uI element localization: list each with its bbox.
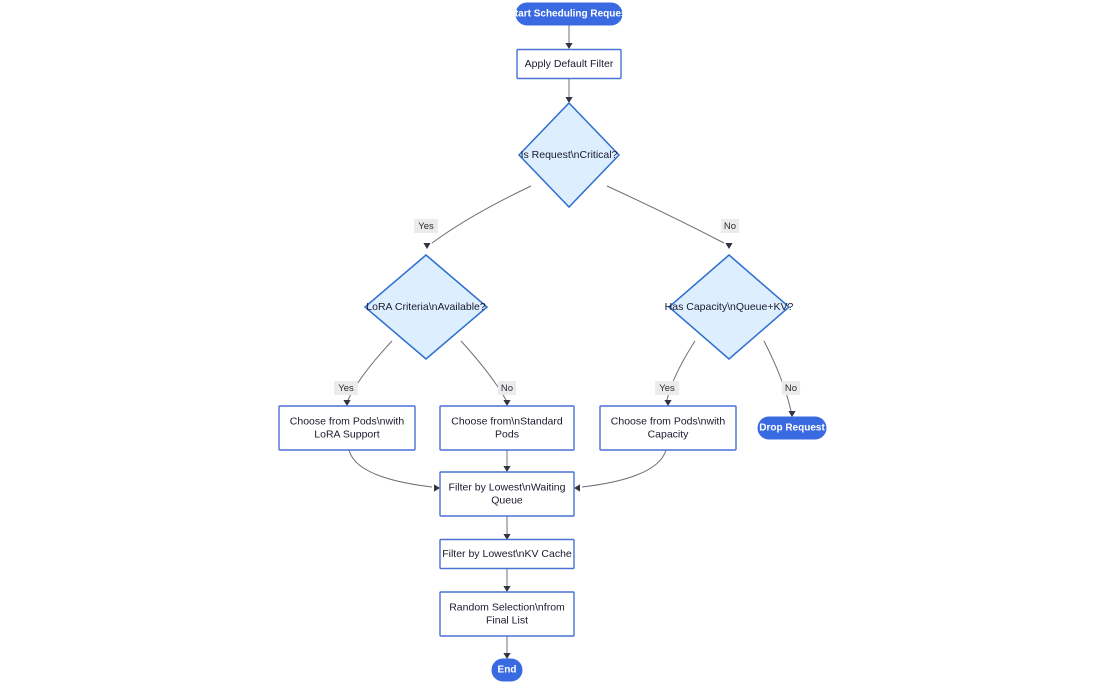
- node-end[interactable]: End: [491, 658, 523, 682]
- svg-text:No: No: [501, 383, 513, 394]
- node-label-lora_criteria: LoRA Criteria\nAvailable?: [366, 301, 486, 313]
- node-label-end: End: [498, 665, 517, 676]
- node-is_critical[interactable]: Is Request\nCritical?: [517, 101, 621, 209]
- svg-text:Yes: Yes: [659, 383, 675, 394]
- edge-random_sel-to-end: [503, 636, 511, 659]
- node-label-random_sel: Final List: [486, 614, 528, 626]
- node-label-is_critical: Is Request\nCritical?: [521, 149, 618, 161]
- edge-apply_filter-to-is_critical: [565, 79, 573, 103]
- edge-label-is_critical-no: No: [720, 219, 740, 233]
- node-apply_filter[interactable]: Apply Default Filter: [516, 48, 622, 80]
- node-has_capacity[interactable]: Has Capacity\nQueue+KV?: [665, 254, 794, 360]
- node-label-pods_standard: Pods: [495, 428, 519, 440]
- svg-text:Yes: Yes: [418, 221, 434, 232]
- node-filter_kv[interactable]: Filter by Lowest\nKV Cache: [439, 538, 575, 570]
- node-label-pods_lora: Choose from Pods\nwith: [290, 415, 405, 427]
- node-label-start: Start Scheduling Request: [508, 9, 630, 20]
- edge-label-has_capacity-no: No: [781, 381, 801, 395]
- edge-pods_standard-to-filter_queue: [503, 450, 511, 472]
- node-label-filter_kv: Filter by Lowest\nKV Cache: [442, 548, 572, 560]
- edge-start-to-apply_filter: [565, 25, 573, 49]
- edge-pods_capacity-to-filter_queue: [574, 449, 667, 492]
- node-drop_request[interactable]: Drop Request: [757, 416, 827, 440]
- edge-label-is_critical-yes: Yes: [414, 219, 438, 233]
- edge-label-has_capacity-yes: Yes: [655, 381, 679, 395]
- edge-is_critical-to-has_capacity: [606, 185, 733, 249]
- edge-is_critical-to-lora_criteria: [423, 185, 532, 249]
- edge-has_capacity-to-drop_request: [763, 340, 796, 417]
- edge-has_capacity-to-pods_capacity: [664, 340, 696, 406]
- node-label-has_capacity: Has Capacity\nQueue+KV?: [665, 301, 794, 313]
- node-label-filter_queue: Filter by Lowest\nWaiting: [449, 481, 566, 493]
- node-label-pods_standard: Choose from\nStandard: [451, 415, 563, 427]
- node-lora_criteria[interactable]: LoRA Criteria\nAvailable?: [363, 254, 489, 360]
- node-label-apply_filter: Apply Default Filter: [525, 58, 614, 70]
- edge-pods_lora-to-filter_queue: [348, 449, 440, 492]
- edge-filter_queue-to-filter_kv: [503, 516, 511, 540]
- svg-text:No: No: [785, 383, 797, 394]
- edge-lora_criteria-to-pods_lora: [343, 340, 393, 406]
- node-label-pods_capacity: Choose from Pods\nwith: [611, 415, 726, 427]
- edge-lora_criteria-to-pods_standard: [460, 340, 511, 406]
- node-start[interactable]: Start Scheduling Request: [508, 2, 631, 26]
- svg-text:No: No: [724, 221, 736, 232]
- node-label-filter_queue: Queue: [491, 494, 523, 506]
- edge-label-lora_criteria-no: No: [497, 381, 517, 395]
- svg-text:Yes: Yes: [338, 383, 354, 394]
- node-label-pods_capacity: Capacity: [648, 428, 690, 440]
- node-label-pods_lora: LoRA Support: [314, 428, 379, 440]
- edges-layer: [343, 25, 796, 659]
- node-label-random_sel: Random Selection\nfrom: [449, 601, 565, 613]
- edge-label-lora_criteria-yes: Yes: [334, 381, 358, 395]
- node-label-drop_request: Drop Request: [759, 423, 825, 434]
- edge-filter_kv-to-random_sel: [503, 569, 511, 592]
